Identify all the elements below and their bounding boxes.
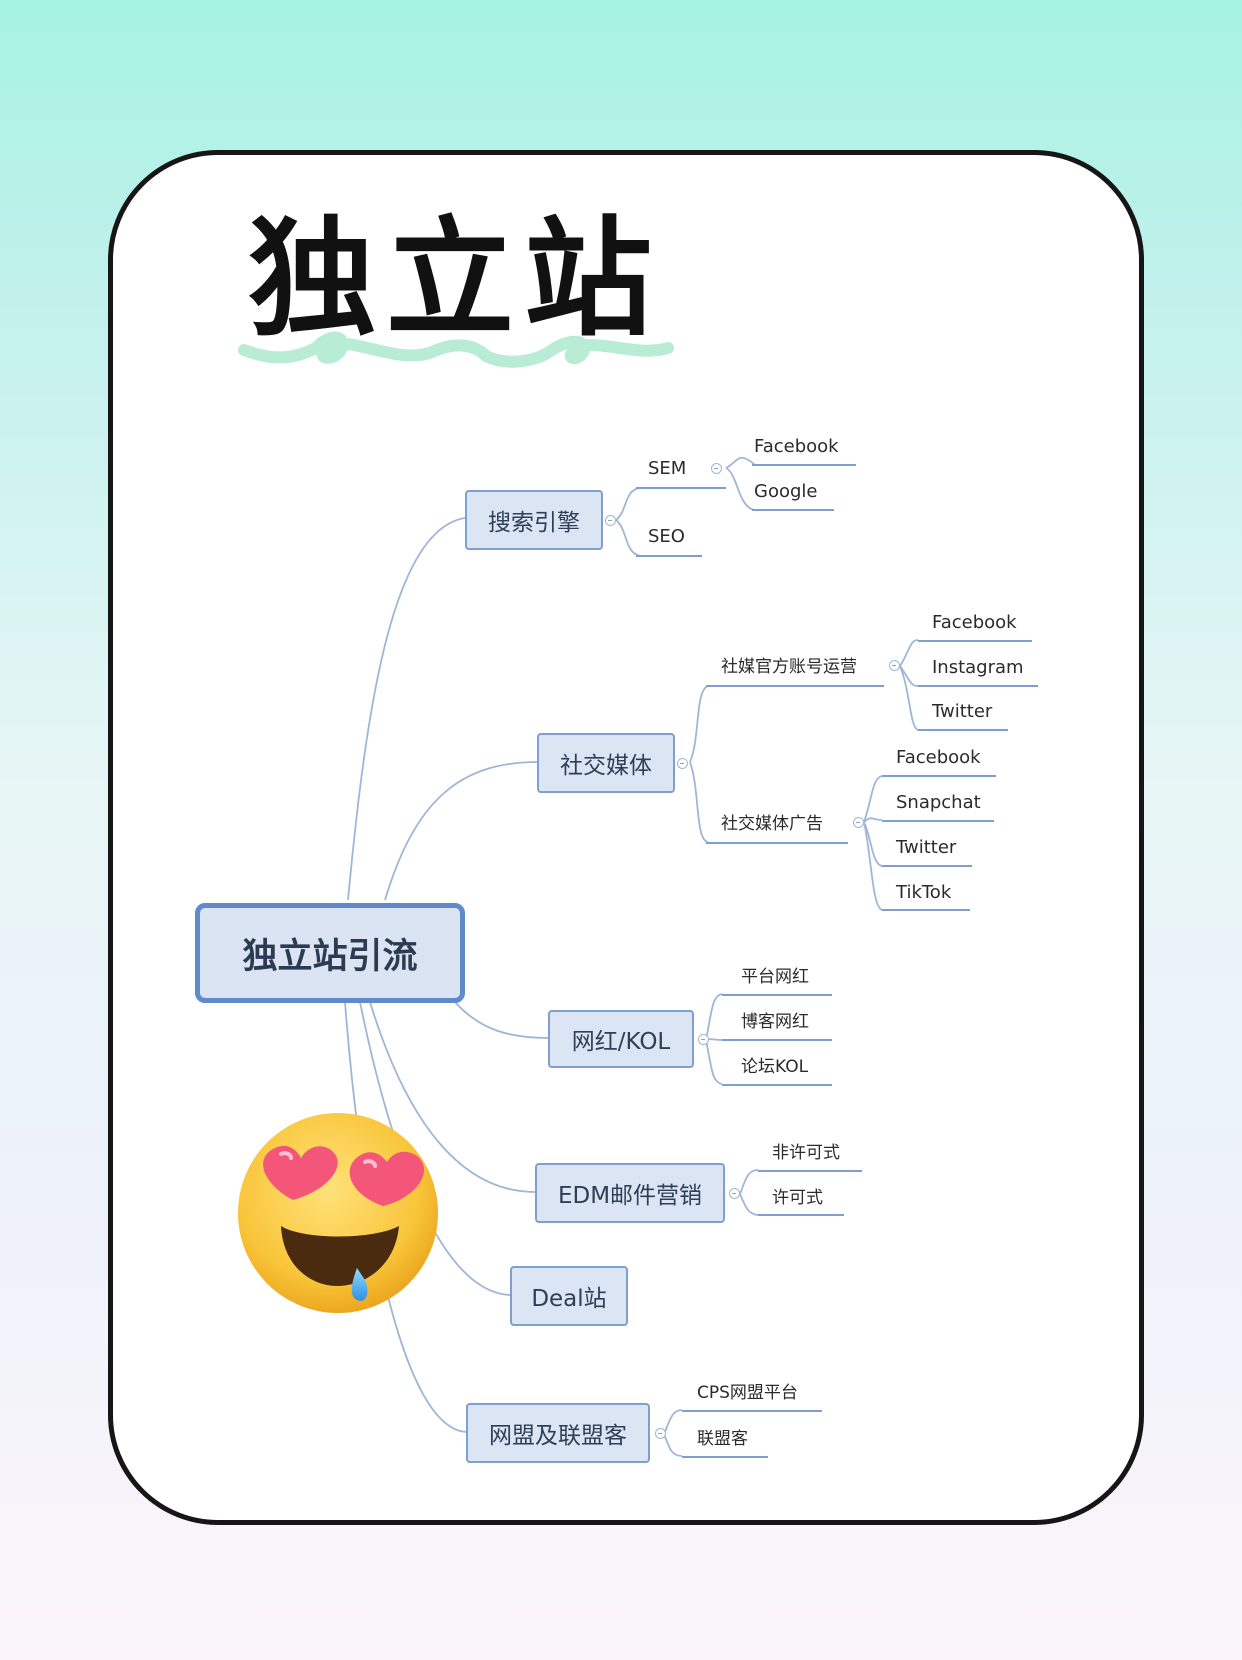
branch-edm[interactable]: EDM邮件营销 [535,1163,725,1223]
connector-edm [369,1001,536,1193]
connector-sem-google [725,467,756,511]
leaf-kol-forum[interactable]: 论坛KOL [741,1057,809,1077]
leaf-kol-blog[interactable]: 博客网红 [741,1012,809,1032]
heart-eyes-drooling-emoji-icon [238,1113,438,1313]
collapse-affiliate-icon[interactable] [655,1428,666,1439]
leaf-edm-nonpermission[interactable]: 非许可式 [772,1143,840,1163]
leaf-ads-facebook[interactable]: Facebook [896,747,981,768]
collapse-edm-icon[interactable] [729,1188,740,1199]
connector-ad-snap [863,817,883,823]
leaf-affiliate-publishers[interactable]: 联盟客 [697,1429,748,1449]
connector-ad-fb [863,775,883,823]
collapse-official-icon[interactable] [889,660,900,671]
leaf-kol-platform[interactable]: 平台网红 [741,967,809,987]
leaf-ads-twitter[interactable]: Twitter [896,837,957,858]
connector-seo [615,519,641,557]
connector-sem [615,487,641,521]
connector-ad-tt [863,821,883,911]
leaf-ads-snapchat[interactable]: Snapchat [896,792,981,813]
sub-social-official[interactable]: 社媒官方账号运营 [721,657,857,677]
connector-kol-1 [705,993,723,1041]
leaf-affiliate-cps[interactable]: CPS网盟平台 [697,1383,798,1403]
connector-sem-fb [725,456,756,469]
branch-social-media[interactable]: 社交媒体 [537,733,675,793]
leaf-sem-facebook[interactable]: Facebook [754,436,839,457]
connector-search [347,517,466,901]
squiggle-underline-icon [238,331,674,368]
collapse-kol-icon[interactable] [698,1034,709,1045]
connector-aff-2 [663,1433,683,1457]
branch-search-engines[interactable]: 搜索引擎 [465,490,603,550]
connector-ad-tw [863,821,883,867]
connector-aff-1 [663,1409,683,1435]
connector-edm-1 [739,1169,759,1195]
connector-kol-3 [705,1039,723,1085]
collapse-ads-icon[interactable] [853,817,864,828]
collapse-sem-icon[interactable] [711,463,722,474]
collapse-social-icon[interactable] [677,758,688,769]
connector-edm-2 [739,1193,759,1216]
leaf-official-facebook[interactable]: Facebook [932,612,1017,633]
connector-off-tw [899,665,919,731]
collapse-search-icon[interactable] [605,515,616,526]
connector-off-ig [899,665,919,687]
connector-kol [454,1001,549,1039]
branch-kol[interactable]: 网红/KOL [548,1010,694,1068]
connector-official [689,685,709,763]
root-node[interactable]: 独立站引流 [195,903,465,1003]
sub-seo[interactable]: SEO [648,526,685,547]
leaf-ads-tiktok[interactable]: TikTok [896,882,952,903]
leaf-edm-permission[interactable]: 许可式 [772,1188,823,1208]
connector-off-fb [899,639,919,667]
leaf-official-instagram[interactable]: Instagram [932,657,1024,678]
connector-ads [689,761,709,843]
sub-social-ads[interactable]: 社交媒体广告 [721,814,823,834]
page-title: 独立站 [248,205,663,354]
sub-sem[interactable]: SEM [648,458,687,479]
connector-social [384,761,539,901]
branch-deal[interactable]: Deal站 [510,1266,628,1326]
leaf-sem-google[interactable]: Google [754,481,818,502]
leaf-official-twitter[interactable]: Twitter [932,701,993,722]
branch-affiliate[interactable]: 网盟及联盟客 [466,1403,650,1463]
